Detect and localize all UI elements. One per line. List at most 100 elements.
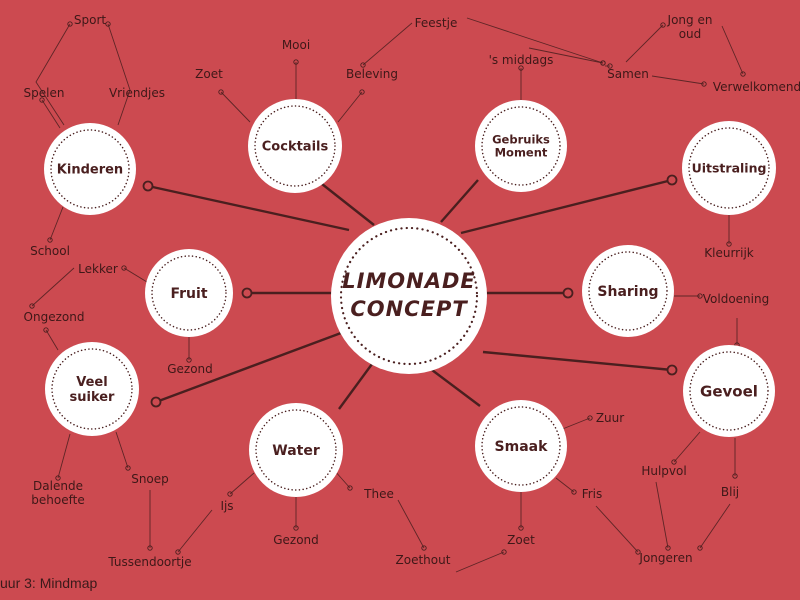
node-smaak [475,400,567,492]
sub-connector-dot [125,465,131,471]
node-gebruiks-moment-dotted-ring [481,106,561,186]
sub-connector-dot [293,525,299,531]
center-title-line1: LIMONADE [342,269,476,293]
figure-caption: uur 3: Mindmap [0,575,98,591]
node-sharing-dotted-ring [588,251,668,331]
label-hulpvol: Hulpvol [641,464,686,478]
connector-end-dot [666,174,678,186]
node-water [249,403,343,497]
sub-connector-dot [175,549,181,555]
connector-veel-suiker [155,331,342,404]
connector-gevoel [482,350,673,372]
sub-connector-veel-dalende [57,433,71,479]
node-gevoel [683,345,775,437]
node-veel-suiker-label: suiker [70,390,116,405]
sub-connector-dot [421,545,427,551]
sub-connector-fruit-lekker [123,267,148,283]
label-voldoening: Voldoening [703,292,769,306]
label-ongezond: Ongezond [24,310,85,324]
connector-end-dot [562,287,574,299]
node-cocktails [248,99,342,193]
label-beleving: Beleving [346,67,398,81]
sub-connector-feestje-smiddags [466,17,604,64]
label-zoethout: Zoethout [396,553,451,567]
sub-connector-dot [293,59,299,65]
center-title-line2: CONCEPT [350,297,468,321]
sub-connector-samen-verw2 [651,75,705,85]
connector-end-dot [142,180,154,192]
label-school: School [30,244,70,258]
connector-uitstraling [460,178,673,235]
sub-connector-dot [359,89,365,95]
node-kinderen-label: Kinderen [57,163,123,178]
sub-connector-ijs-tussendoortje [177,509,213,553]
label-spelen: Spelen [24,86,65,100]
node-fruit-label: Fruit [170,286,207,302]
sub-connector-dot [571,489,577,495]
sub-connector-kinderen-school [49,206,64,241]
sub-connector-dot [732,473,738,479]
sub-connector-dot [67,21,73,27]
label-jongeren: Jongeren [638,551,692,565]
label-lekker: Lekker [78,262,118,276]
sub-connector-dot [39,97,45,103]
label-samen: Samen [607,67,649,81]
connector-layer [29,17,746,573]
sub-connector-dot [697,293,703,299]
center-node-dotted-ring [339,226,479,366]
sub-connector-dot [186,357,192,363]
label-kleurrijk: Kleurrijk [704,246,754,260]
connector-end-dot [241,287,253,299]
sub-connector-smaak-fris [555,477,575,493]
label-blij: Blij [721,485,739,499]
sub-connector-dot [147,545,153,551]
label-zoet-cocktails: Zoet [195,67,223,81]
sub-connector-samen-jong [625,24,664,63]
sub-connector-dot [47,237,53,243]
sub-connector-zoethout-zoet [455,551,505,573]
node-smaak-dotted-ring [481,406,561,486]
sub-connector-blij-jongeren [699,503,731,549]
sub-connector-kinderen-vriendjes [107,23,131,126]
label-snoep: Snoep [131,472,169,486]
sub-connector-smiddags-samen [528,47,604,64]
label-mooi: Mooi [282,38,310,52]
node-gevoel-label: Gevoel [700,382,758,400]
label-s-middags: 's middags [489,53,554,67]
node-water-label: Water [272,443,320,459]
sub-connector-dot [587,415,593,421]
label-jong-en-oud: Jong en [667,13,713,27]
sub-connector-dot [701,81,707,87]
sub-connector-veel-snoep [115,431,129,469]
sub-connector-lekker-ongezond [31,267,75,307]
sub-connector-gevoel-hulpvol [673,431,701,463]
node-gebruiks-moment [475,100,567,192]
label-zoet-smaak: Zoet [507,533,535,547]
label-vriendjes: Vriendjes [109,86,165,100]
node-gevoel-dotted-ring [689,351,769,431]
sub-connector-dot [671,459,677,465]
label-verwelkomend: Verwelkomend [713,80,800,94]
label-zuur: Zuur [596,411,624,425]
label-gezond-fruit: Gezond [167,362,213,376]
sub-connector-cocktails-beleving [337,91,363,123]
sub-connector-dot [43,327,49,333]
sub-connector-dot [360,62,366,68]
node-gebruiks-moment-label: Gebruiks [492,132,550,146]
sub-connector-dot [518,525,524,531]
sub-connector-veel-ongezond [45,329,59,351]
sub-connector-dot [347,485,353,491]
connector-cocktails [321,183,375,226]
label-dalende-behoefte: behoefte [31,493,84,507]
sub-connector-dot [518,65,524,71]
sub-connector-hulpvol-jongeren [655,481,669,549]
node-water-dotted-ring [255,409,337,491]
sub-connector-dot [607,63,613,69]
label-fris: Fris [582,487,603,501]
sub-connector-cocktails-zoet [220,91,251,123]
node-gebruiks-moment-label: Moment [495,146,548,160]
label-sport: Sport [74,13,107,27]
node-cocktails-dotted-ring [254,105,336,187]
node-kinderen-dotted-ring [50,129,130,209]
